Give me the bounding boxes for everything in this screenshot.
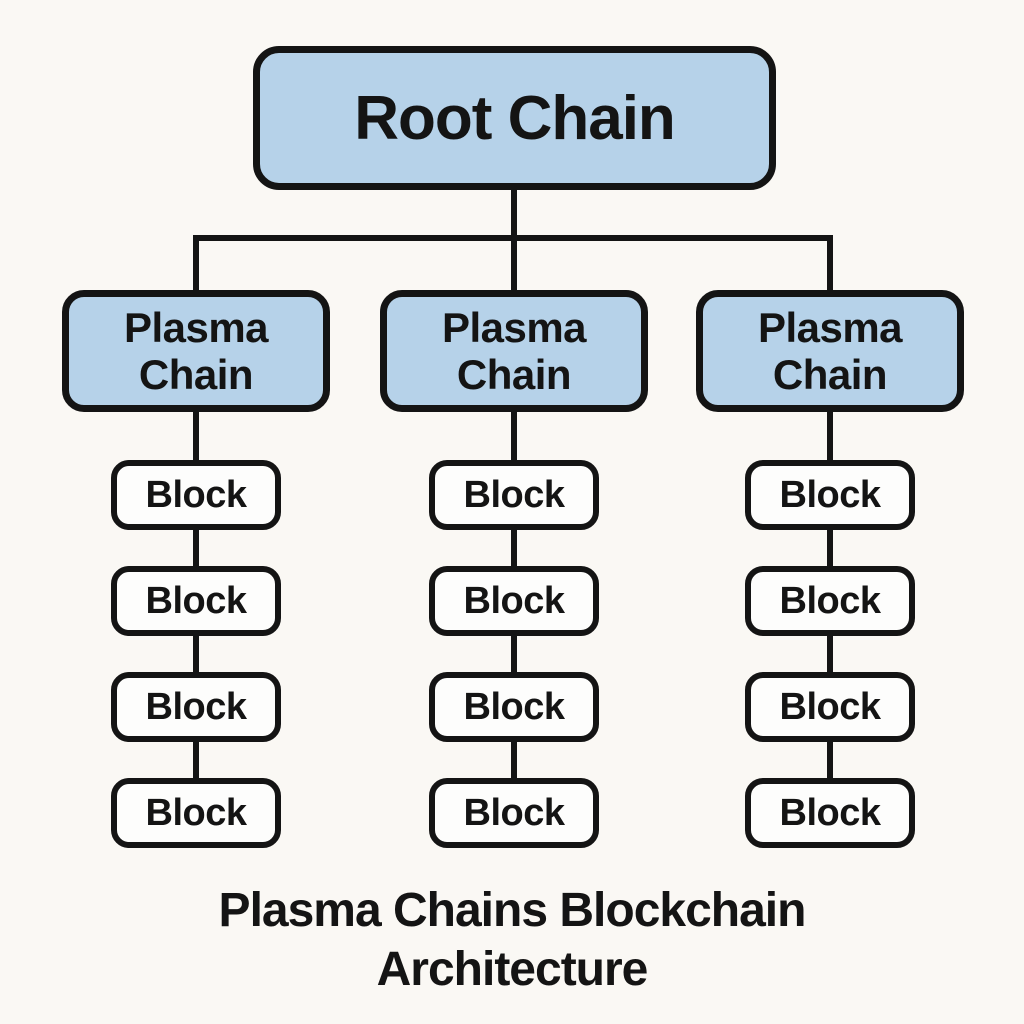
connector-chain-to-block	[193, 410, 199, 462]
connector-block-to-block	[827, 740, 833, 780]
plasma-chain-label: Plasma Chain	[757, 303, 903, 398]
diagram-title-text: Plasma Chains Blockchain Architecture	[218, 884, 807, 996]
connector-block-to-block	[511, 634, 517, 674]
plasma-chain-label: Plasma Chain	[441, 303, 587, 398]
connector-chain-to-block	[827, 410, 833, 462]
block-label: Block	[145, 685, 247, 728]
connector-block-to-block	[193, 634, 199, 674]
connector-drop-left	[193, 235, 199, 292]
root-chain-label: Root Chain	[354, 83, 676, 153]
connector-block-to-block	[193, 528, 199, 568]
block-label: Block	[145, 579, 247, 622]
connector-chain-to-block	[511, 410, 517, 462]
block-node: Block	[745, 566, 915, 636]
connector-drop-right	[827, 235, 833, 292]
block-node: Block	[429, 778, 599, 848]
block-label: Block	[463, 579, 565, 622]
block-node: Block	[429, 672, 599, 742]
diagram-title: Plasma Chains Blockchain Architecture	[0, 882, 1024, 999]
connector-block-to-block	[827, 634, 833, 674]
block-node: Block	[429, 566, 599, 636]
connector-block-to-block	[511, 740, 517, 780]
block-node: Block	[745, 672, 915, 742]
connector-root-stem	[511, 185, 517, 241]
connector-block-to-block	[827, 528, 833, 568]
block-node: Block	[111, 566, 281, 636]
plasma-chain-node: Plasma Chain	[696, 290, 964, 412]
block-label: Block	[779, 579, 881, 622]
connector-drop-middle	[511, 235, 517, 292]
block-label: Block	[145, 791, 247, 834]
block-node: Block	[111, 778, 281, 848]
block-label: Block	[463, 685, 565, 728]
block-label: Block	[779, 685, 881, 728]
connector-block-to-block	[511, 528, 517, 568]
connector-block-to-block	[193, 740, 199, 780]
plasma-chain-node: Plasma Chain	[62, 290, 330, 412]
block-node: Block	[111, 460, 281, 530]
plasma-chain-label: Plasma Chain	[123, 303, 269, 398]
block-node: Block	[745, 460, 915, 530]
root-chain-node: Root Chain	[253, 46, 776, 190]
plasma-chain-node: Plasma Chain	[380, 290, 648, 412]
block-label: Block	[145, 473, 247, 516]
block-label: Block	[463, 473, 565, 516]
block-node: Block	[745, 778, 915, 848]
block-label: Block	[779, 791, 881, 834]
block-label: Block	[463, 791, 565, 834]
block-node: Block	[429, 460, 599, 530]
block-label: Block	[779, 473, 881, 516]
block-node: Block	[111, 672, 281, 742]
